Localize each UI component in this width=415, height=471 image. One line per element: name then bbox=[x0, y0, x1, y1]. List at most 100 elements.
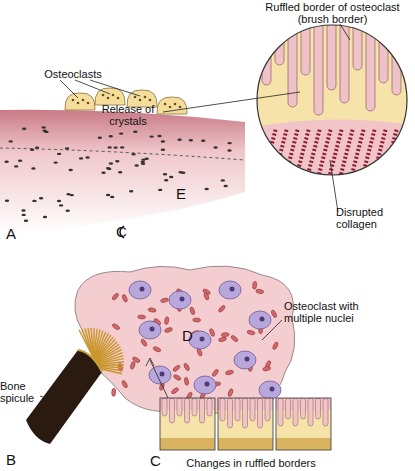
part-label: Osteoclast with multiple nuclei bbox=[284, 300, 396, 324]
osteoclast bbox=[65, 93, 95, 110]
part-label: Ruffled border of osteoclast (brush bord… bbox=[255, 1, 410, 25]
mitochondrion bbox=[172, 364, 181, 372]
mitochondrion bbox=[227, 388, 233, 397]
collagen-fiber bbox=[361, 128, 375, 182]
osteocyte bbox=[110, 196, 114, 198]
mitochondrion bbox=[148, 307, 157, 312]
osteocyte bbox=[66, 193, 70, 195]
osteocyte bbox=[109, 162, 113, 164]
nucleus-dot bbox=[174, 103, 177, 106]
osteocyte bbox=[42, 126, 46, 128]
osteocyte bbox=[120, 146, 124, 148]
nucleus-dot bbox=[87, 102, 90, 105]
osteocyte bbox=[9, 140, 13, 142]
osteoclast bbox=[95, 88, 125, 105]
nucleolus bbox=[200, 337, 205, 342]
osteocyte bbox=[21, 209, 25, 211]
mitochondrion bbox=[184, 377, 189, 386]
mitochondrion bbox=[153, 346, 162, 353]
mitochondrion bbox=[211, 369, 219, 378]
panel-letter: D bbox=[182, 328, 198, 344]
collagen-fiber bbox=[262, 128, 276, 182]
osteoclast-cell bbox=[75, 266, 295, 413]
nucleolus bbox=[230, 287, 235, 292]
osteocyte bbox=[149, 135, 153, 137]
ruffle-finger bbox=[258, 398, 263, 428]
panel-bg bbox=[276, 398, 331, 450]
osteocyte bbox=[30, 149, 34, 151]
nucleus bbox=[259, 381, 281, 399]
mitochondrion bbox=[130, 361, 136, 370]
osteocyte bbox=[201, 140, 205, 142]
dashed-line bbox=[0, 148, 245, 160]
osteocyte bbox=[118, 171, 122, 173]
nucleus-dot bbox=[82, 99, 85, 102]
mitochondrion bbox=[262, 366, 271, 372]
osteocyte bbox=[221, 179, 225, 181]
panel-letter: A bbox=[6, 226, 22, 242]
nucleus-dot bbox=[169, 106, 172, 109]
osteocyte bbox=[161, 140, 165, 142]
osteocyte bbox=[109, 135, 113, 137]
ruffle-finger bbox=[192, 398, 197, 416]
osteocyte bbox=[22, 128, 26, 130]
collagen-fiber bbox=[273, 128, 287, 182]
mitochondrion bbox=[138, 315, 146, 320]
osteocyte bbox=[213, 146, 217, 148]
mitochondrion bbox=[272, 341, 279, 350]
osteocyte bbox=[39, 197, 43, 199]
osteocyte bbox=[53, 161, 57, 163]
mitochondrion bbox=[203, 292, 209, 301]
collagen-fiber bbox=[350, 128, 364, 182]
ruffle-finger bbox=[340, 15, 349, 103]
nucleolus bbox=[245, 357, 250, 362]
ruffle-finger bbox=[314, 15, 323, 115]
osteocyte bbox=[18, 160, 22, 162]
ruffle-finger bbox=[327, 15, 336, 90]
mitochondrion bbox=[252, 281, 257, 289]
osteocyte bbox=[164, 179, 168, 181]
bone-slab bbox=[0, 110, 245, 234]
ruffle-panel bbox=[276, 398, 331, 450]
nucleolus bbox=[270, 387, 275, 392]
collagen-fiber bbox=[405, 128, 415, 182]
osteocyte bbox=[31, 167, 35, 169]
ruffle-finger bbox=[243, 398, 248, 428]
ruffle-finger bbox=[316, 398, 321, 419]
ruffle-finger bbox=[228, 398, 233, 428]
nucleus bbox=[219, 281, 241, 299]
panel-bg bbox=[160, 398, 215, 450]
ruffle-panel bbox=[160, 398, 215, 450]
mitochondrion bbox=[112, 323, 121, 331]
osteocyte bbox=[42, 130, 46, 132]
osteocyte bbox=[145, 158, 149, 160]
osteocyte bbox=[101, 172, 105, 174]
nucleus-dot bbox=[179, 106, 182, 109]
collagen-fiber bbox=[295, 128, 309, 182]
osteocyte bbox=[189, 139, 193, 141]
osteocyte bbox=[161, 149, 165, 151]
osteocyte bbox=[65, 147, 69, 149]
mitochondrion bbox=[111, 388, 115, 396]
osteocyte bbox=[158, 189, 162, 191]
ruffle-finger bbox=[275, 15, 284, 65]
panel-bone bbox=[160, 438, 215, 450]
mitochondria bbox=[111, 281, 279, 400]
ruffle-finger bbox=[177, 398, 182, 416]
ruffle-finger bbox=[162, 398, 167, 416]
osteocyte bbox=[205, 188, 209, 190]
ruffle-finger bbox=[293, 398, 298, 426]
panel-outline bbox=[160, 398, 215, 450]
bone-spicule bbox=[26, 350, 102, 444]
panel-letter: E bbox=[176, 186, 192, 202]
collagen-fiber bbox=[284, 128, 298, 182]
osteocyte bbox=[106, 167, 110, 169]
ruffle-finger bbox=[308, 398, 313, 426]
nucleus bbox=[129, 281, 151, 299]
osteocyte bbox=[106, 194, 110, 196]
osteocyte bbox=[119, 132, 123, 134]
osteocyte bbox=[115, 160, 119, 162]
mitochondrion bbox=[225, 370, 234, 376]
osteocyte bbox=[131, 153, 135, 155]
